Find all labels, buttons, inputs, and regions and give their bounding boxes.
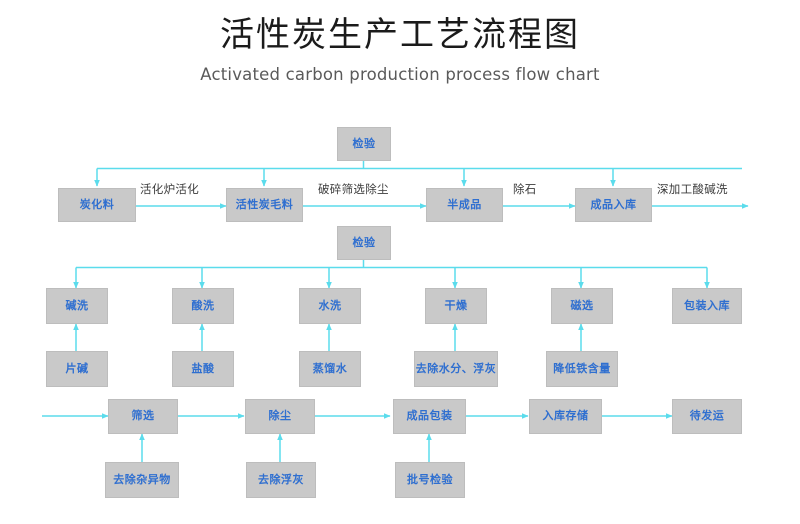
node-dust-removal[interactable]: 除尘 — [245, 399, 315, 434]
node-flake-caustic[interactable]: 片碱 — [46, 351, 108, 387]
node-alkali-wash[interactable]: 碱洗 — [46, 288, 108, 324]
node-semi-finished[interactable]: 半成品 — [426, 188, 503, 222]
node-distilled-water[interactable]: 蒸馏水 — [299, 351, 361, 387]
node-remove-impurities[interactable]: 去除杂异物 — [105, 462, 179, 498]
node-acid-wash[interactable]: 酸洗 — [172, 288, 234, 324]
node-water-wash[interactable]: 水洗 — [299, 288, 361, 324]
node-remove-moisture-ash[interactable]: 去除水分、浮灰 — [414, 351, 498, 387]
page-subtitle: Activated carbon production process flow… — [200, 64, 600, 84]
node-reduce-iron-content[interactable]: 降低铁含量 — [546, 351, 618, 387]
node-magnetic-separation[interactable]: 磁选 — [551, 288, 613, 324]
node-remove-floating-ash[interactable]: 去除浮灰 — [246, 462, 316, 498]
edge-label-deep-acid-alkali-wash: 深加工酸碱洗 — [657, 182, 728, 196]
node-awaiting-shipment[interactable]: 待发运 — [672, 399, 742, 434]
edge-label-crush-screen-dedust: 破碎筛选除尘 — [318, 182, 389, 196]
node-carbonized-material[interactable]: 炭化料 — [58, 188, 136, 222]
page-title: 活性炭生产工艺流程图 — [220, 15, 580, 55]
edge-label-stone-removal: 除石 — [513, 182, 537, 196]
node-screening[interactable]: 筛选 — [108, 399, 178, 434]
node-packing-storage[interactable]: 包装入库 — [672, 288, 742, 324]
node-batch-inspection[interactable]: 批号检验 — [395, 462, 465, 498]
node-warehouse-storage[interactable]: 入库存储 — [529, 399, 602, 434]
chart-header: 活性炭生产工艺流程图 Activated carbon production p… — [0, 14, 800, 84]
node-product-packaging[interactable]: 成品包装 — [393, 399, 466, 434]
node-drying[interactable]: 干燥 — [425, 288, 487, 324]
node-finished-storage[interactable]: 成品入库 — [575, 188, 652, 222]
node-inspect-mid[interactable]: 检验 — [337, 226, 391, 260]
node-hydrochloric-acid[interactable]: 盐酸 — [172, 351, 234, 387]
edge-label-activation-furnace: 活化炉活化 — [140, 182, 199, 196]
node-inspect-top[interactable]: 检验 — [337, 127, 391, 161]
node-activated-carbon-raw[interactable]: 活性炭毛料 — [226, 188, 303, 222]
